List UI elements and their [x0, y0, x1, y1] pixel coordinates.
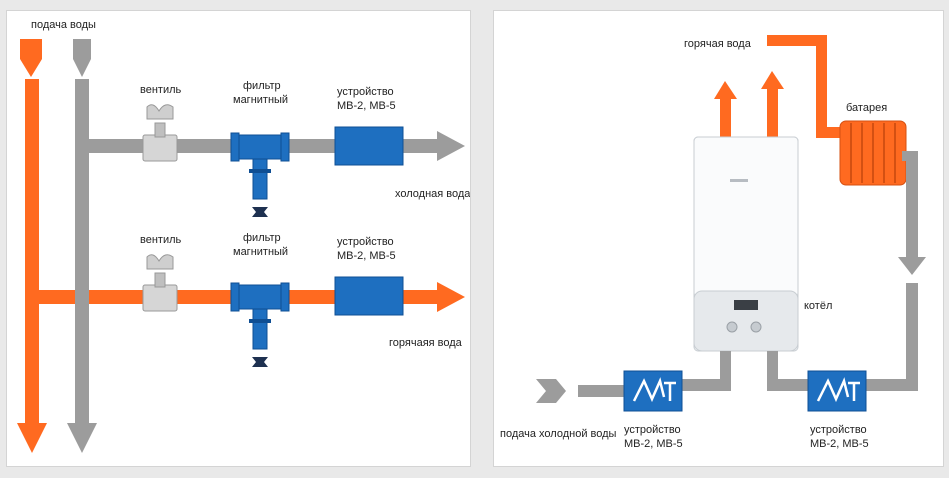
hot-water-arrow-right	[761, 71, 784, 141]
cold-filter-label-1: фильтр	[243, 80, 281, 92]
radiator-label: батарея	[846, 102, 887, 114]
boiler-return-pipe	[767, 351, 778, 391]
cold-inlet-pipe	[536, 379, 731, 403]
cold-device	[334, 126, 404, 166]
cold-device-label-1: устройство	[337, 86, 394, 98]
hot-valve-label: вентиль	[140, 234, 182, 246]
left-device-label-2: МВ-2, МВ-5	[624, 438, 683, 450]
hot-outlet-arrow	[437, 282, 465, 312]
right-diagram: горячая вода батарея котёл подача холодн…	[500, 35, 926, 450]
hot-filter-label-2: магнитный	[233, 246, 288, 258]
hot-filter-label-1: фильтр	[243, 232, 281, 244]
return-pipe	[862, 151, 926, 391]
cold-device-label-2: МВ-2, МВ-5	[337, 100, 396, 112]
water-supply-label: подача воды	[31, 19, 96, 31]
cold-supply-arrow	[73, 39, 91, 77]
right-device-label-2: МВ-2, МВ-5	[810, 438, 869, 450]
right-device	[807, 370, 867, 412]
hot-device	[334, 276, 404, 316]
boiler	[693, 136, 799, 352]
cold-valve-label: вентиль	[140, 84, 182, 96]
boiler-cold-inlet-pipe	[720, 351, 731, 391]
cold-inlet-label: подача холодной воды	[500, 428, 617, 440]
right-device-label-1: устройство	[810, 424, 867, 436]
left-device-label-1: устройство	[624, 424, 681, 436]
cold-magnetic-filter	[230, 132, 290, 217]
hot-pipe-to-radiator	[767, 35, 846, 138]
hot-water-arrow-left	[714, 81, 737, 141]
hot-supply-arrow	[20, 39, 42, 77]
cold-riser-pipe	[67, 79, 97, 453]
radiator	[839, 120, 907, 186]
hot-outlet-label: горячаяя вода	[389, 337, 463, 349]
hot-device-label-2: МВ-2, МВ-5	[337, 250, 396, 262]
hot-device-label-1: устройство	[337, 236, 394, 248]
hot-riser-pipe	[17, 79, 47, 453]
return-pipe-to-device	[767, 379, 811, 391]
left-diagram: подача воды вентиль фильтр магнитный уст…	[17, 19, 470, 453]
hot-water-label: горячая вода	[684, 38, 752, 50]
cold-filter-label-2: магнитный	[233, 94, 288, 106]
cold-valve	[142, 104, 178, 162]
cold-outlet-arrow	[437, 131, 465, 161]
left-diagram-panel: подача воды вентиль фильтр магнитный уст…	[6, 10, 471, 467]
boiler-label: котёл	[804, 300, 832, 312]
right-diagram-panel: горячая вода батарея котёл подача холодн…	[493, 10, 944, 467]
hot-magnetic-filter	[230, 282, 290, 367]
cold-outlet-label: холодная вода	[395, 188, 470, 200]
left-device	[623, 370, 683, 412]
hot-valve	[142, 254, 178, 312]
